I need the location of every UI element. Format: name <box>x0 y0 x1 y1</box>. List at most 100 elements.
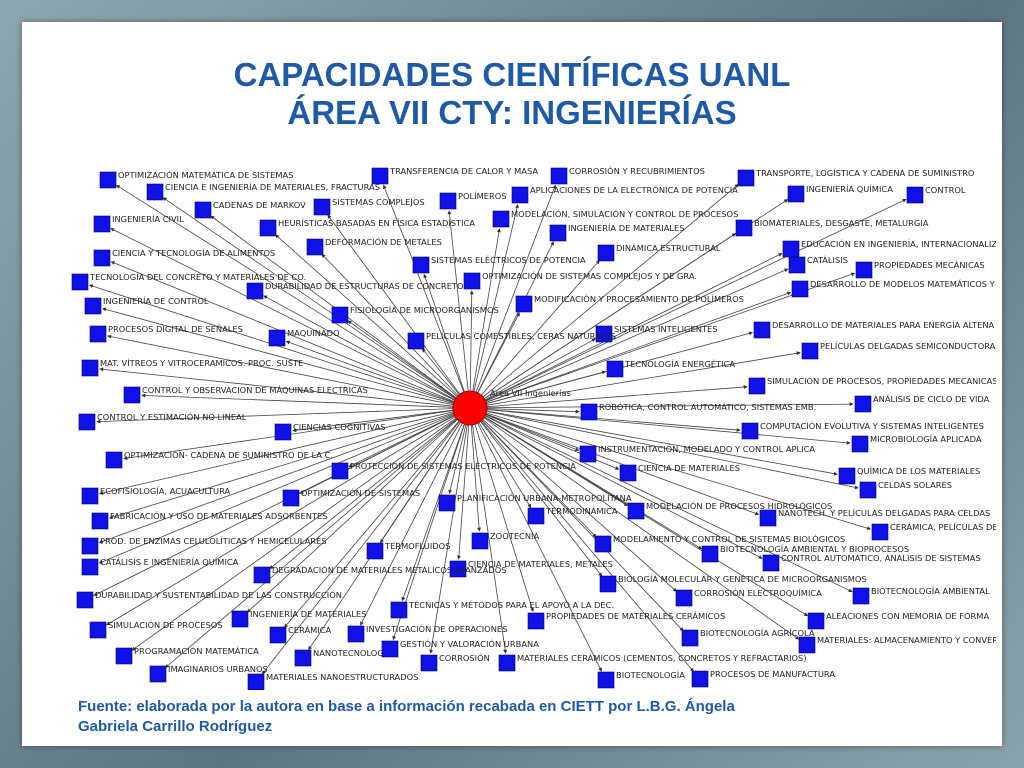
edge-36 <box>486 351 801 406</box>
edge-51 <box>486 410 838 476</box>
edge-22 <box>485 268 789 402</box>
node-17 <box>306 238 324 256</box>
node-label-78: SIMULACIÓN DE PROCESOS <box>108 619 223 630</box>
node-label-16: BIOMATERIALES, DESGASTE, METALURGIA <box>754 218 929 228</box>
node-label-66: CATÁLISIS E INGENIERÍA QUÍMICA <box>100 556 239 567</box>
edge-89 <box>261 421 460 675</box>
node-label-32: SISTEMAS INTELIGENTES <box>614 324 718 334</box>
node-27 <box>791 280 809 298</box>
node-label-54: OPTIMIZACIÓN DE SISTEMAS <box>301 487 420 498</box>
edge-39 <box>486 385 748 408</box>
node-label-85: GESTIÓN Y VALORACIÓN URBANA <box>400 638 539 649</box>
node-69 <box>253 566 271 584</box>
node-38 <box>606 360 624 378</box>
edge-88 <box>165 418 458 668</box>
node-74 <box>390 601 408 619</box>
edge-42 <box>486 408 580 414</box>
node-label-81: BIOTECNOLOGÍA AGRÍCOLA <box>700 627 815 638</box>
node-59 <box>527 507 545 525</box>
node-label-87: MATERIALES CERÁMICOS (CEMENTOS, CONCRETO… <box>517 652 807 663</box>
edge-21 <box>423 273 465 393</box>
node-30 <box>331 306 349 324</box>
node-label-77: ALEACIONES CON MEMORIA DE FORMA <box>826 611 989 621</box>
node-label-33: PROCESOS DIGITAL DE SEÑALES <box>108 324 243 334</box>
node-2 <box>146 183 164 201</box>
node-label-1: OPTIMIZACIÓN MATEMÁTICA DE SISTEMAS <box>118 169 293 180</box>
node-label-60: CERÁMICA, PELÍCULAS DEI <box>890 521 996 532</box>
node-49 <box>331 462 349 480</box>
node-55 <box>438 494 456 512</box>
node-label-91: PROCESOS DE MANUFACTURA <box>710 669 835 679</box>
node-label-57: NANOTECH. Y PELÍCULAS DELGADAS PARA CELD… <box>778 507 990 518</box>
node-64 <box>366 542 384 560</box>
edge-59 <box>478 422 532 509</box>
node-42 <box>580 403 598 421</box>
edge-90 <box>477 423 602 672</box>
edge-74 <box>401 423 465 602</box>
node-66 <box>81 558 99 576</box>
node-54 <box>282 489 300 507</box>
edge-50 <box>485 414 620 470</box>
node-79 <box>269 626 287 644</box>
node-62 <box>471 532 489 550</box>
node-53 <box>81 487 99 505</box>
node-label-14: MODELACIÓN, SIMULACIÓN Y CONTROL DE PROC… <box>511 208 738 219</box>
edge-17 <box>321 253 459 397</box>
edge-69 <box>269 418 457 570</box>
network-diagram: OPTIMIZACIÓN MATEMÁTICA DE SISTEMAS CIENC… <box>71 165 996 690</box>
edge-46 <box>486 409 851 445</box>
node-label-41: ANÁLISIS DE CICLO DE VIDA <box>873 393 990 404</box>
edge-86 <box>429 424 468 654</box>
node-label-39: SIMULACIÓN DE PROCESOS, PROPIEDADES MECA… <box>767 375 996 386</box>
node-label-3: CADENAS DE MARKOV <box>213 200 306 210</box>
node-label-20: EDUCACIÓN EN INGENIERÍA, INTERNACIONALIZ… <box>801 238 996 249</box>
edge-47 <box>485 413 580 452</box>
node-20 <box>782 240 800 258</box>
node-label-65: BIOTECNOLOGÍA AMBIENTAL Y BIOPROCESOS <box>720 543 909 554</box>
node-label-50: CIENCIA DE MATERIALES <box>638 463 740 473</box>
node-label-34: MAQUINADO <box>287 328 340 338</box>
node-label-62: ZOOTECNIA <box>490 531 540 541</box>
source-caption: Fuente: elaborada por la autora en base … <box>78 697 878 737</box>
node-label-10: APLICACIONES DE LA ELECTRÓNICA DE POTENC… <box>530 184 738 195</box>
hub-node <box>452 390 488 426</box>
node-label-25: DURABILIDAD DE ESTRUCTURAS DE CONCRETO <box>265 281 464 291</box>
node-label-53: ECOFISIOLOGÍA, ACUACULTURA <box>100 485 231 496</box>
node-68 <box>762 554 780 572</box>
node-52 <box>859 481 877 499</box>
node-4 <box>93 215 111 233</box>
node-label-28: INGENIERÍA DE CONTROL <box>103 295 209 306</box>
node-label-89: MATERIALES NANOESTRUCTURADOS <box>266 672 418 682</box>
edge-72 <box>93 415 455 596</box>
node-83 <box>115 647 133 665</box>
node-3 <box>194 201 212 219</box>
edge-45 <box>292 409 454 433</box>
edge-71 <box>485 415 853 593</box>
edge-28 <box>102 307 454 404</box>
hub-label: Área VII Ingenierías <box>490 387 571 398</box>
node-87 <box>498 654 516 672</box>
edge-63 <box>481 419 597 538</box>
node-label-76: PROPIEDADES DE MATERIALES CERÁMICOS <box>546 610 725 621</box>
edge-25 <box>263 295 456 401</box>
node-46 <box>851 435 869 453</box>
edge-16 <box>483 233 737 400</box>
node-13 <box>906 186 924 204</box>
edge-33 <box>107 334 454 406</box>
node-90 <box>597 671 615 689</box>
node-76 <box>527 612 545 630</box>
node-1 <box>99 171 117 189</box>
edge-66 <box>98 414 455 564</box>
node-41 <box>854 395 872 413</box>
node-label-18: CIENCIA Y TECNOLOGÍA DE ALIMENTOS <box>112 247 275 258</box>
node-label-45: CIENCIAS COGNITIVAS <box>293 422 386 432</box>
node-label-40: CONTROL Y OBSERVACION DE MÁQUINAS ELECTR… <box>142 384 368 395</box>
node-label-86: CORROSIÓN <box>439 652 490 663</box>
node-label-90: BIOTECNOLOGÍA <box>616 669 685 680</box>
node-72 <box>76 591 94 609</box>
node-12 <box>787 185 805 203</box>
node-19 <box>597 244 615 262</box>
node-15 <box>549 224 567 242</box>
edge-6 <box>327 214 461 395</box>
node-label-83: PROGRAMACIÓN MATEMÁTICA <box>134 645 259 656</box>
